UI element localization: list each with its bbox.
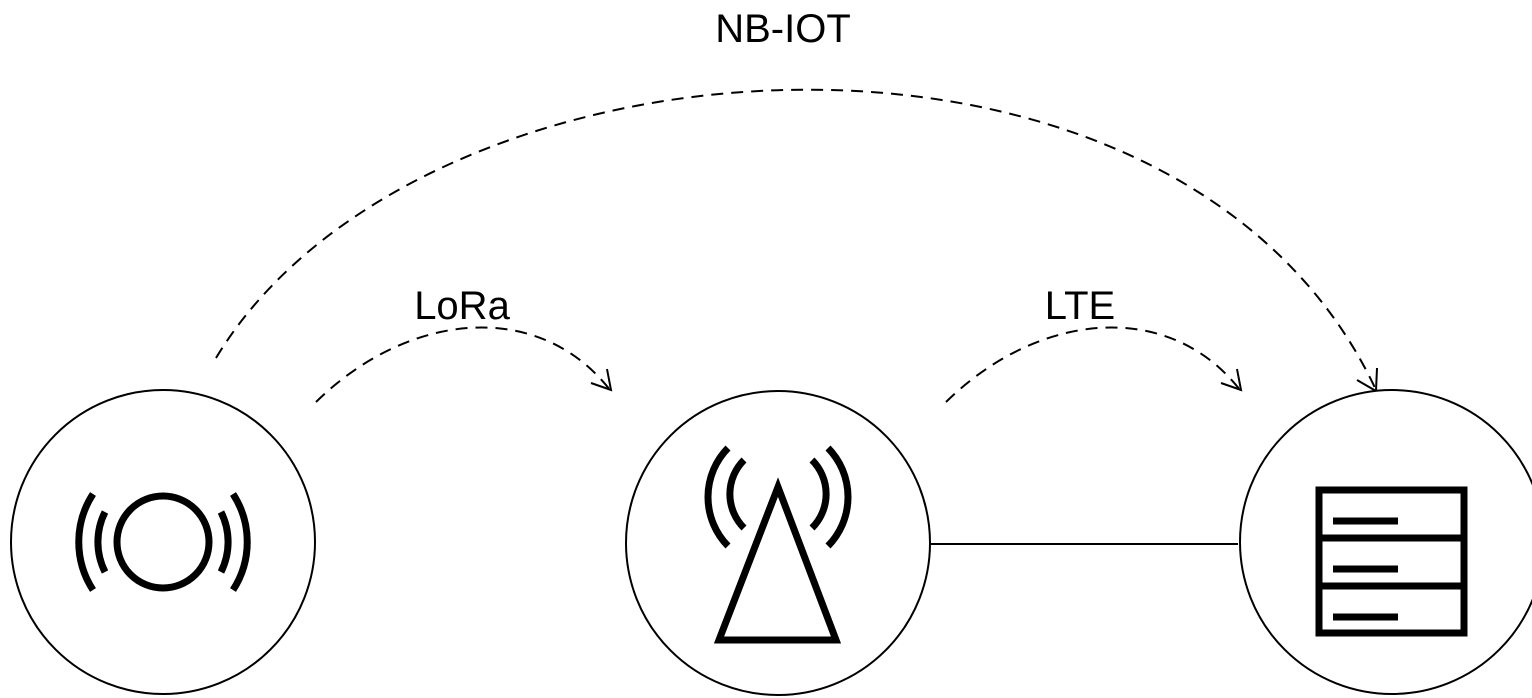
nbiot-label: NB-IOT bbox=[715, 7, 851, 51]
server-icon bbox=[1315, 486, 1468, 637]
antenna-tower-icon bbox=[704, 445, 852, 644]
server-node bbox=[1239, 389, 1532, 695]
nbiot-link: NB-IOT bbox=[215, 7, 1378, 393]
lora-link: LoRa bbox=[315, 284, 613, 403]
gateway-node bbox=[625, 390, 931, 696]
lte-label: LTE bbox=[1045, 284, 1115, 328]
sensor-node bbox=[10, 389, 316, 695]
sensor-icon bbox=[75, 492, 251, 592]
lora-label: LoRa bbox=[414, 284, 510, 328]
lte-link: LTE bbox=[945, 284, 1243, 403]
